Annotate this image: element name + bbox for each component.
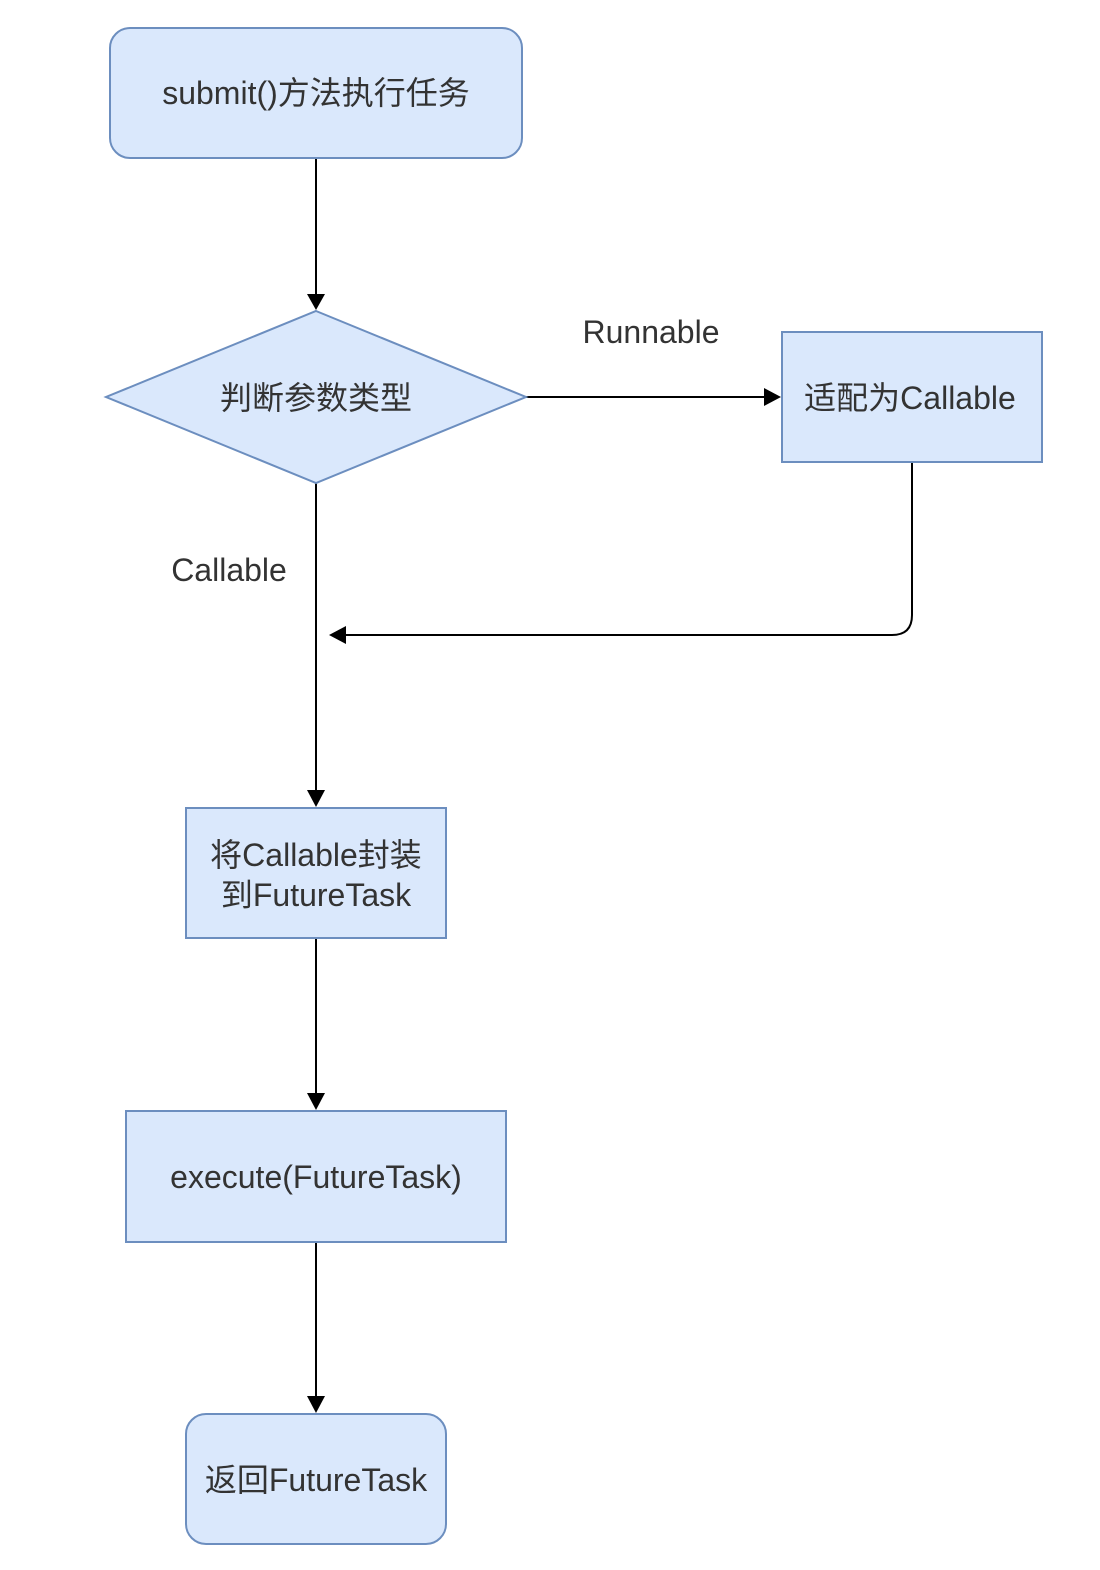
node-adapt-shape — [781, 331, 1043, 463]
node-wrap-label-line1: 将Callable封装 — [210, 837, 422, 873]
node-start: submit()方法执行任务 — [109, 27, 523, 159]
edge-adapt-to-merge — [344, 462, 913, 636]
node-wrap-label-line2: 到FutureTask — [221, 877, 412, 913]
arrowhead-return — [307, 1396, 325, 1413]
node-adapt: 适配为Callable — [781, 331, 1043, 463]
arrowhead-adapt — [764, 388, 781, 406]
edge-label-callable: Callable — [171, 552, 287, 588]
node-return-shape — [185, 1413, 447, 1545]
node-execute: execute(FutureTask) — [125, 1110, 507, 1243]
arrowhead-decision — [307, 294, 325, 310]
node-return-label: 返回FutureTask — [205, 1462, 428, 1498]
node-decision-label: 判断参数类型 — [220, 380, 412, 416]
node-start-shape — [109, 27, 523, 159]
node-decision-shape — [103, 309, 529, 485]
node-decision: 判断参数类型 — [103, 309, 529, 485]
node-start-label: submit()方法执行任务 — [162, 75, 470, 111]
arrowhead-wrap — [307, 790, 325, 807]
edges — [307, 158, 913, 1413]
edge-label-runnable: Runnable — [583, 314, 720, 350]
node-return: 返回FutureTask — [185, 1413, 447, 1545]
node-execute-label: execute(FutureTask) — [170, 1159, 462, 1195]
node-adapt-label: 适配为Callable — [804, 380, 1016, 416]
node-wrap: 将Callable封装 到FutureTask — [185, 807, 447, 939]
node-execute-shape — [125, 1110, 507, 1243]
node-wrap-shape — [185, 807, 447, 939]
arrowhead-execute — [307, 1093, 325, 1110]
arrowhead-merge — [329, 626, 346, 644]
